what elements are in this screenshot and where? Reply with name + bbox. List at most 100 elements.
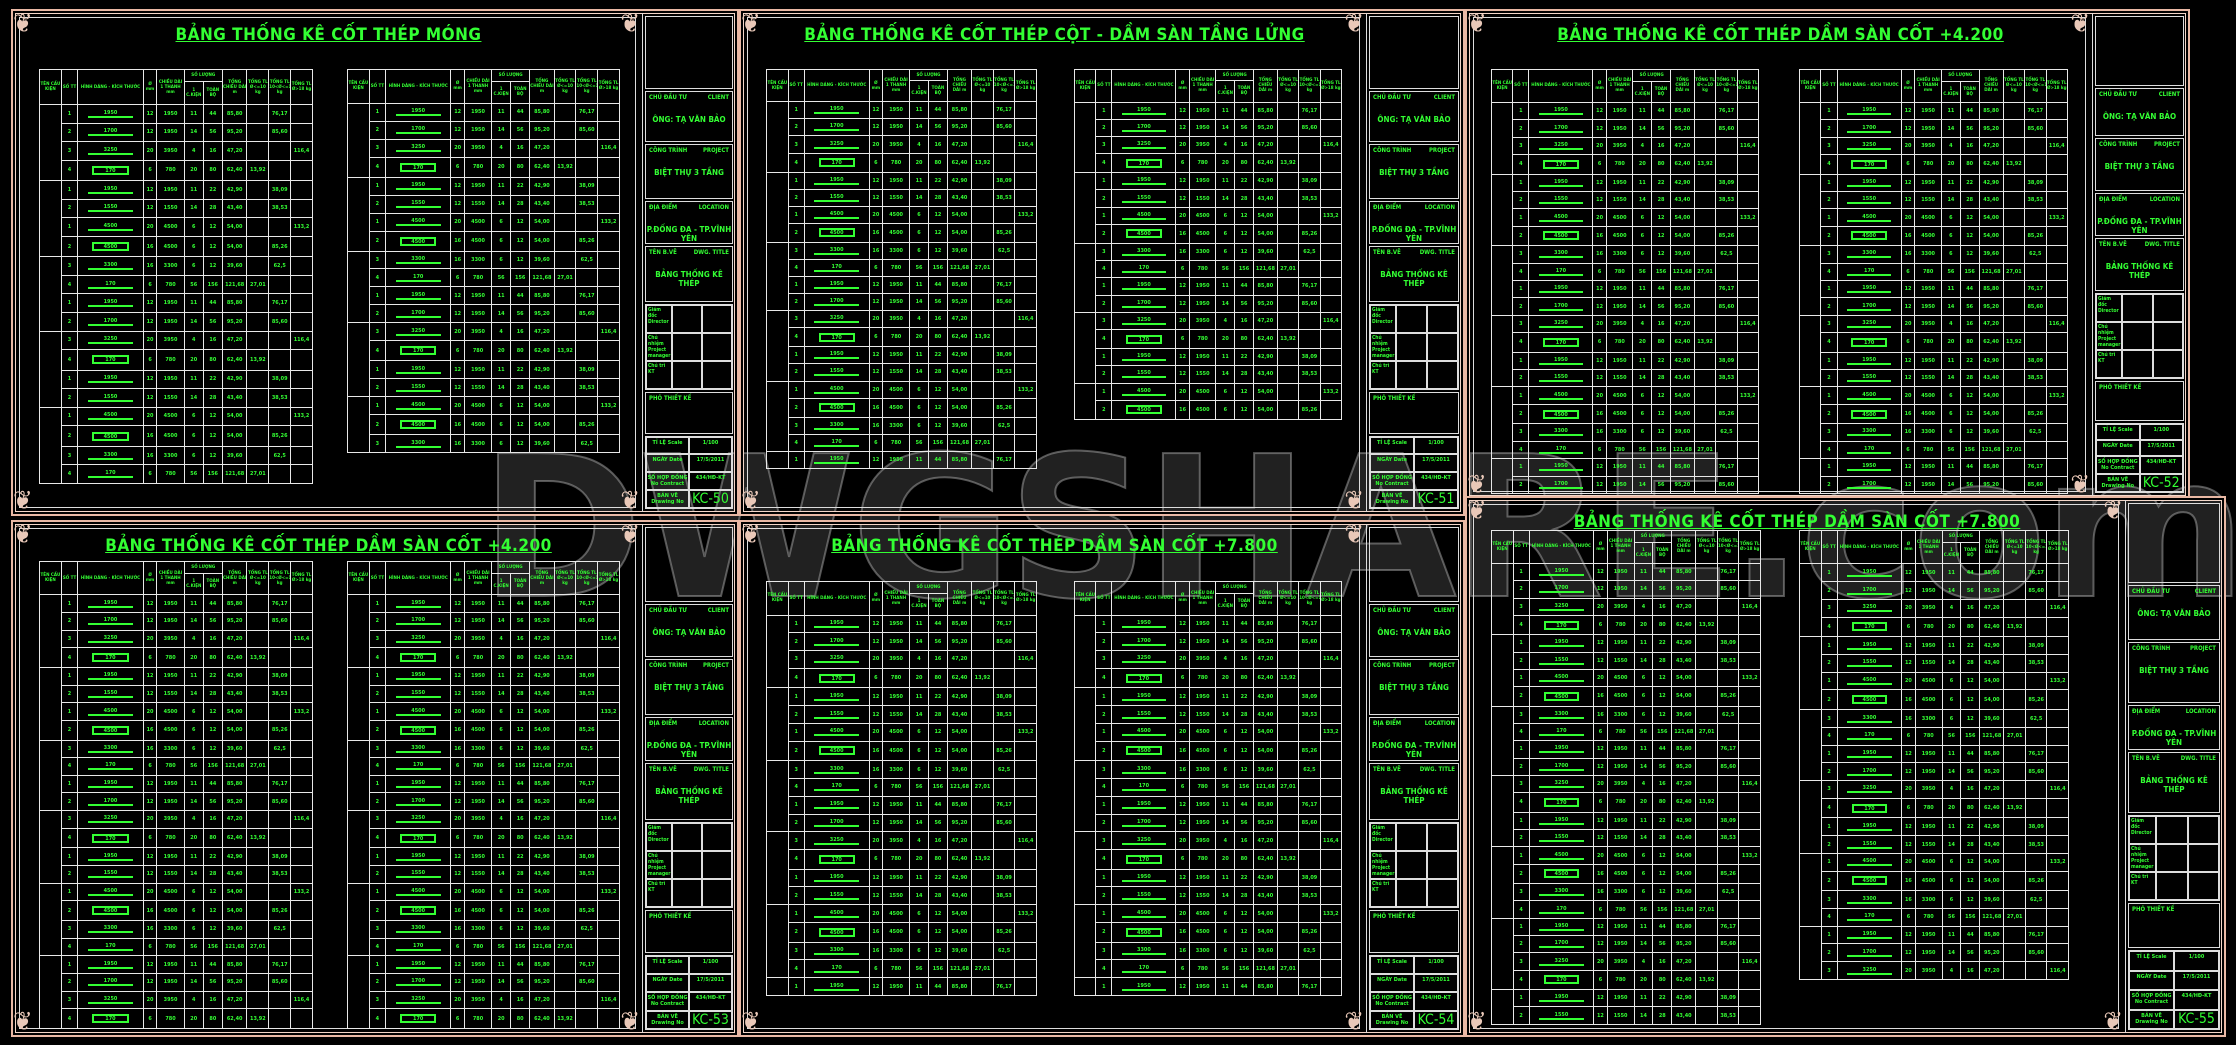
table-cell [597,102,620,122]
table-cell: 6 [909,740,929,762]
shape-cell: 3300 [385,434,452,453]
table-cell: 20 [142,629,158,649]
table-cell: 13,92 [2002,154,2026,175]
table-cell: 85,80 [1978,101,2004,121]
table-cell: 42,90 [946,346,973,365]
drawing-sheet-kc-51[interactable]: ❦❦❦❦BẢNG THỐNG KÊ CỐT THÉP CỘT - DẦM SÀN… [739,9,1465,516]
table-cell: 4500 [463,719,493,741]
table-cell: 12 [868,101,884,120]
shape-cell: 1950 [77,774,144,794]
table-cell: 16 [142,900,158,921]
shape-cell: 4500 [385,702,452,721]
column-header: TỔNG TL Ø>18 kg [1319,581,1343,616]
section-label: ĐỊA ĐIỂM [1373,204,1402,212]
signature-role: Chủ nhiệm Project manager [646,850,672,879]
section-label: CHỦ ĐẦU TƯ [1373,94,1411,102]
drawing-sheet-kc-54[interactable]: ❦❦❦❦BẢNG THỐNG KÊ CỐT THÉP DẦM SÀN CỐT +… [739,520,1465,1037]
drawing-sheet-kc-55[interactable]: ❦❦❦❦BẢNG THỐNG KÊ CỐT THÉP DẦM SÀN CỐT +… [1465,496,2226,1037]
table-cell [971,397,994,418]
column-header: TỔNG TL Ø>18 kg [1736,69,1760,103]
rebar-shape: 1950 [1847,750,1892,758]
table-cell: 12 [1592,297,1607,316]
table-cell: 44 [927,614,948,634]
column-header: CHIỀU DÀI 1 THANH mm [156,560,185,596]
table-cell: 3 [1095,135,1113,155]
column-header: CHIỀU DÀI 1 THANH mm [156,69,185,105]
table-cell: 4500 [882,205,911,224]
table-cell [1716,614,1740,636]
table-cell: 133,2 [1319,206,1343,225]
table-cell: 14 [183,388,204,408]
drawing-sheet-kc-53[interactable]: ❦❦❦❦BẢNG THỐNG KÊ CỐT THÉP DẦM SÀN CỐT +… [11,520,739,1037]
logo-box [1369,527,1459,603]
table-cell [971,450,994,470]
table-cell: 3950 [1188,831,1217,850]
member-group-cell [1073,977,1097,996]
signature-cell [701,878,732,907]
rebar-shape: 1550 [1847,196,1892,205]
table-cell: 1 [787,276,805,295]
table-cell [2003,890,2026,909]
table-cell: 56 [183,274,204,295]
table-cell [268,349,292,371]
table-cell: 1550 [463,378,493,398]
table-cell: 62,5 [1716,705,1740,724]
shape-cell: 3250 [385,629,452,649]
table-cell: 54,00 [946,740,973,762]
shape-cell: 170 [1528,440,1594,460]
rebar-shape: 4500 [400,236,437,246]
table-cell: 2 [368,719,387,741]
table-cell [1014,868,1037,888]
table-cell [2046,581,2069,600]
table-cell: 2 [787,705,805,724]
table-cell: 62,40 [529,340,555,362]
table-cell: 76,17 [2024,925,2048,945]
table-cell: 1 [1820,636,1838,656]
table-cell: 4500 [1914,870,1943,892]
table-cell: 85,80 [221,774,248,794]
table-cell: 38,09 [268,180,292,200]
table-cell: 6 [491,434,512,453]
table-cell [1276,189,1300,208]
table-cell: 56 [1941,262,1961,281]
member-group-cell [347,955,370,1029]
table-cell: 80 [1960,797,1981,819]
table-cell: 3300 [156,256,185,276]
drawing-sheet-kc-52[interactable]: ❦❦❦❦BẢNG THỐNG KÊ CỐT THÉP DẦM SÀN CỐT +… [1465,9,2190,500]
table-cell: 16 [202,141,223,161]
corner-ornament-icon: ❦ [1344,1007,1364,1037]
section-label: TÊN B.VẼ [1373,765,1401,773]
table-cell [597,230,620,252]
shape-cell: 3300 [385,250,452,270]
table-cell: 85,60 [268,311,292,332]
table-cell: 62,40 [221,827,248,849]
shape-cell: 4500 [1836,852,1903,872]
column-header: SỐ LƯỢNG [183,68,223,83]
table-cell: 1 [1095,206,1113,225]
table-cell: 4500 [1606,668,1635,688]
info-value: 17/5/2011 [2174,970,2219,991]
table-cell: 1950 [463,286,493,306]
table-cell: 13,92 [553,827,577,849]
